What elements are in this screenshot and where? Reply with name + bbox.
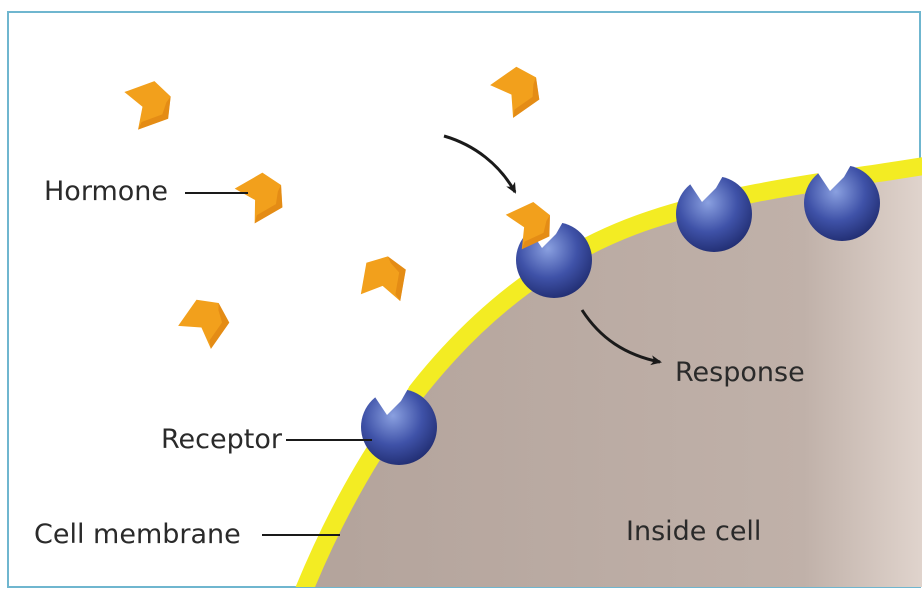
response-label: Response: [675, 359, 805, 386]
hormone-label: Hormone: [44, 178, 168, 205]
receptor-label: Receptor: [161, 426, 282, 453]
cell-membrane-label: Cell membrane: [34, 521, 241, 548]
inside-cell-label: Inside cell: [626, 518, 761, 545]
